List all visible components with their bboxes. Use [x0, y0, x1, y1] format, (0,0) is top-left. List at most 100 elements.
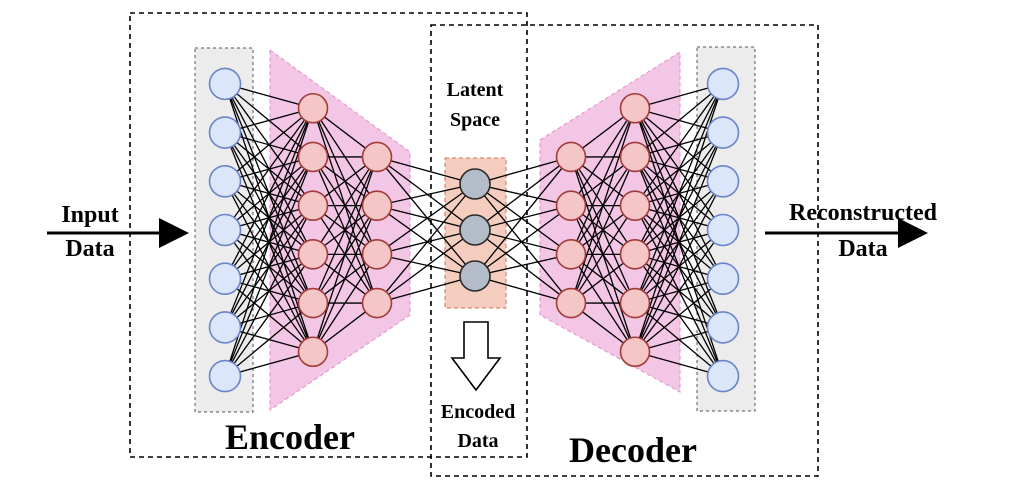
encoder-hidden-2-node	[361, 190, 393, 221]
encoder-label: Encoder	[225, 417, 355, 457]
encoder-dashed-box	[129, 12, 528, 458]
connection-line	[474, 156, 572, 231]
input-label-line2: Data	[65, 236, 114, 262]
connection-line	[224, 108, 314, 328]
latent-layer-node	[459, 260, 491, 292]
input-layer-node	[208, 359, 242, 393]
encoder-hidden-2-node	[361, 287, 393, 319]
input-layer-node	[208, 262, 242, 296]
connection-line	[570, 108, 636, 304]
input-layer-node	[208, 165, 242, 198]
connection-line	[474, 183, 572, 207]
input-layer-node	[208, 311, 242, 344]
decoder-hidden-2-node	[619, 336, 651, 368]
connection-line	[376, 156, 476, 185]
connection-line	[376, 183, 476, 304]
latent-layer-node	[459, 168, 491, 200]
connection-line	[224, 302, 314, 377]
encoder-hidden-1-node	[297, 141, 329, 173]
decoder-hidden-1-node	[555, 239, 587, 270]
output-layer-node	[706, 116, 740, 149]
connection-line	[634, 83, 724, 158]
connection-line	[376, 156, 476, 231]
connection-line	[474, 183, 572, 304]
encoder-hidden-2-node	[361, 239, 393, 270]
output-layer-node	[706, 165, 740, 198]
latent-label-line2: Space	[450, 109, 500, 131]
encoded-label-line1: Encoded	[441, 401, 515, 423]
connection-line	[376, 183, 476, 255]
connection-line	[634, 83, 724, 207]
output-layer-node	[706, 359, 740, 393]
encoder-hidden-1-node	[297, 92, 329, 124]
neurons	[208, 67, 740, 393]
output-layer-node	[706, 213, 740, 247]
connection-line	[312, 156, 378, 352]
connection-line	[224, 205, 314, 377]
connection-line	[312, 253, 378, 353]
input-layer-node	[208, 213, 242, 247]
decoder-hidden-2-node	[619, 287, 651, 319]
connection-line	[474, 156, 572, 185]
encoded-label-line2: Data	[457, 430, 498, 452]
decoder-hidden-2-node	[619, 92, 651, 124]
connection-line	[570, 156, 636, 304]
connection-line	[376, 205, 476, 231]
decoder-dashed-box	[430, 24, 819, 477]
connection-line	[312, 156, 378, 304]
decoder-label: Decoder	[569, 430, 697, 470]
connection-line	[474, 205, 572, 231]
input-label-line1: Input	[61, 202, 118, 228]
decoder-hidden-1-node	[555, 287, 587, 319]
encoder-hidden-1-node	[297, 239, 329, 270]
connection-line	[376, 183, 476, 207]
decoder-hidden-2-node	[619, 190, 651, 221]
connection-line	[474, 229, 572, 304]
connection-line	[634, 132, 724, 352]
connection-line	[634, 83, 724, 255]
decoder-hidden-2-node	[619, 141, 651, 173]
connection-line	[570, 107, 636, 255]
connection-line	[224, 107, 314, 182]
connection-line	[474, 205, 572, 277]
connection-line	[224, 107, 314, 231]
connection-line	[224, 156, 314, 377]
connection-line	[474, 183, 572, 255]
output-label-line2: Data	[838, 236, 887, 262]
encoder-hidden-2-node	[361, 141, 393, 173]
encoded-down-arrow-icon	[450, 321, 502, 392]
connection-line	[376, 253, 476, 277]
connection-line	[634, 181, 724, 353]
connection-line	[634, 278, 724, 353]
connection-line	[312, 156, 378, 255]
connection-line	[634, 83, 724, 304]
latent-layer-node	[459, 214, 491, 246]
output-label-line1: Reconstructed	[789, 200, 938, 226]
output-layer-node	[706, 67, 740, 101]
connection-line	[570, 107, 636, 207]
connection-line	[376, 156, 476, 277]
encoder-trapezoid	[269, 48, 411, 412]
connection-line	[474, 253, 572, 277]
output-layer-node	[706, 262, 740, 296]
decoder-hidden-1-node	[555, 141, 587, 173]
connection-line	[634, 229, 724, 353]
connection-line	[474, 229, 572, 255]
encoder-hidden-1-node	[297, 336, 329, 368]
connection-line	[474, 156, 572, 277]
connection-line	[376, 275, 476, 304]
connection-line	[376, 229, 476, 304]
connection-line	[376, 205, 476, 277]
connection-line	[224, 107, 314, 279]
connection-line	[376, 229, 476, 255]
input-layer-node	[208, 116, 242, 149]
connection-line	[224, 253, 314, 377]
decoder-hidden-2-node	[619, 239, 651, 270]
latent-label-line1: Latent	[447, 79, 504, 101]
connection-line	[474, 275, 572, 304]
input-layer-node	[208, 67, 242, 101]
decoder-hidden-1-node	[555, 190, 587, 221]
connection-line	[312, 205, 378, 353]
output-layer-node	[706, 311, 740, 344]
